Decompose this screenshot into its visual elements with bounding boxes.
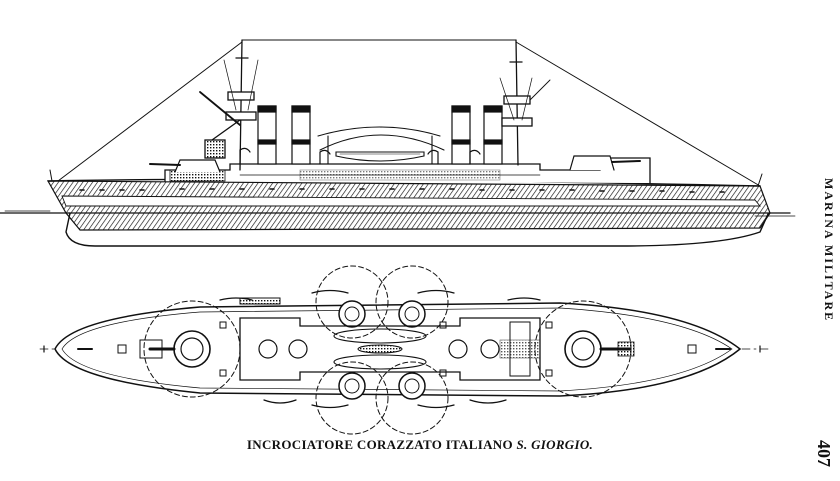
boat-booms xyxy=(219,289,541,409)
foremast xyxy=(199,39,259,171)
caption-ship-name: S. GIORGIO. xyxy=(516,437,594,452)
page-number: 407 xyxy=(814,440,834,467)
ventilators xyxy=(239,147,481,165)
underwater-hull xyxy=(65,212,769,247)
mainmast xyxy=(499,39,551,166)
main-turrets-plan xyxy=(148,330,635,368)
caption-prefix: INCROCIATORE CORAZZATO ITALIANO xyxy=(246,437,517,452)
rigging-wires xyxy=(57,39,761,187)
fore-turret-profile xyxy=(174,159,221,173)
deck-fittings xyxy=(77,297,731,377)
aft-turret-profile xyxy=(569,155,615,171)
ship-profile-view xyxy=(0,39,796,247)
boats-plan xyxy=(333,328,427,370)
running-header: MARINA MILITARE xyxy=(822,177,836,323)
portholes-row xyxy=(79,188,725,193)
funnels xyxy=(257,105,503,165)
central-superstructure xyxy=(239,317,541,381)
wing-turret-arcs xyxy=(315,265,449,435)
ship-plan-view xyxy=(39,265,771,435)
plate-caption: INCROCIATORE CORAZZATO ITALIANO S. GIORG… xyxy=(200,437,640,453)
wing-turrets-plan xyxy=(338,300,426,400)
boats-and-cranes xyxy=(317,126,445,165)
funnel-plan xyxy=(258,339,500,359)
